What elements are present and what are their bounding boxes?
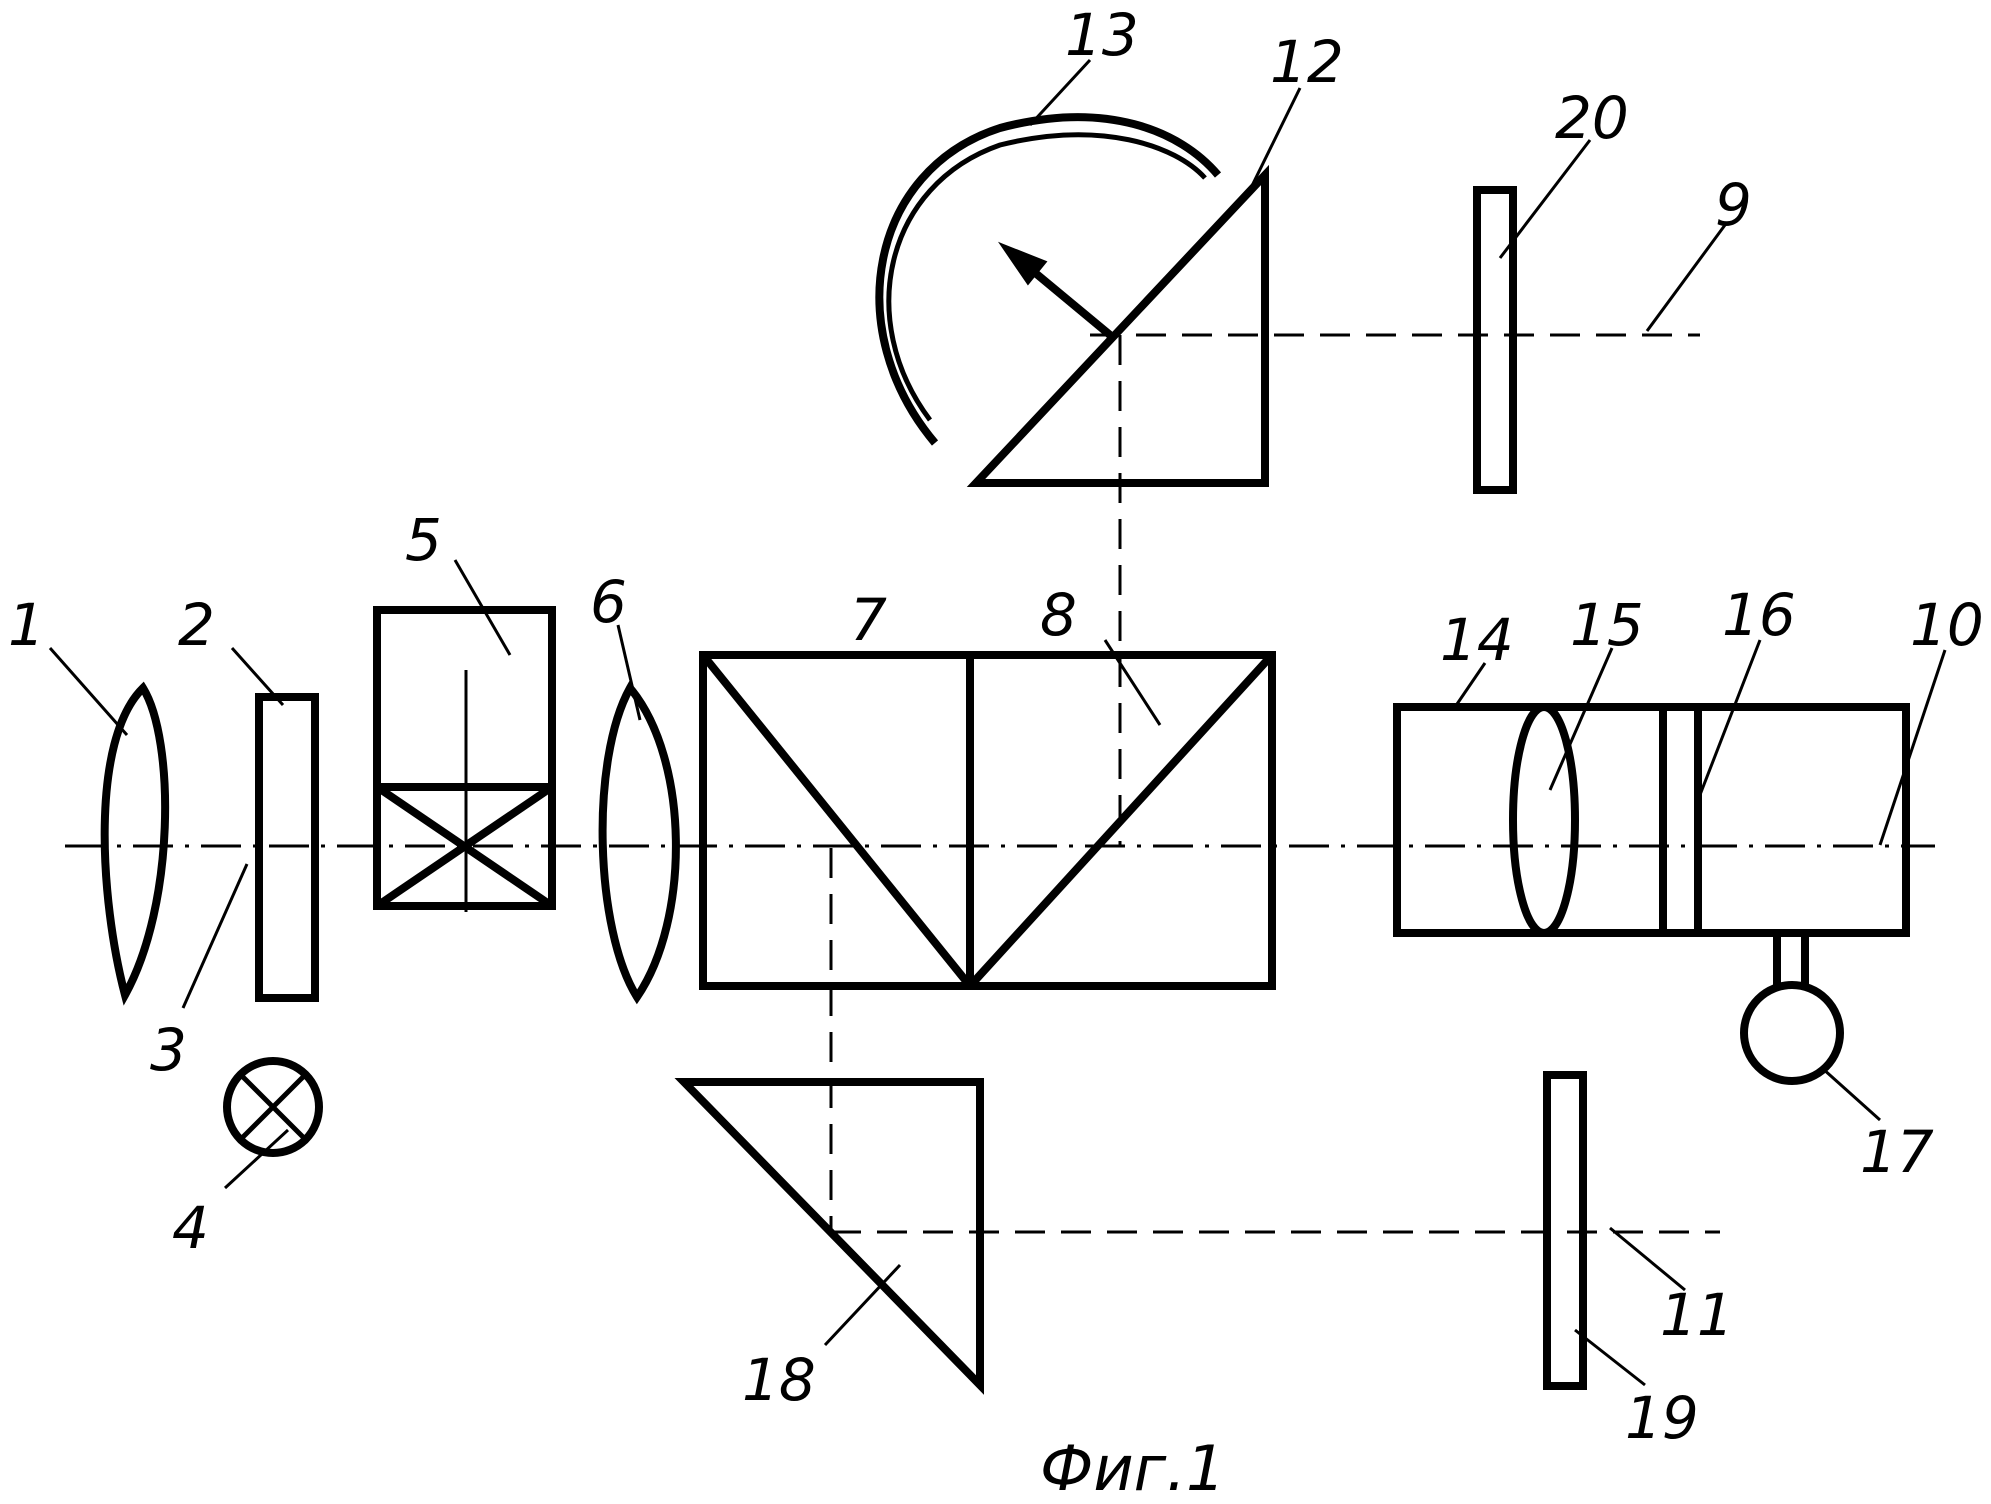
lens-15 xyxy=(1513,707,1575,933)
label-8: 8 xyxy=(1040,581,1077,649)
leader-17 xyxy=(1822,1068,1880,1120)
label-17: 17 xyxy=(1860,1118,1934,1186)
label-15: 15 xyxy=(1570,591,1644,659)
leader-16 xyxy=(1698,640,1760,800)
label-13: 13 xyxy=(1065,1,1139,69)
leader-1 xyxy=(50,648,127,735)
lens-1 xyxy=(105,688,165,995)
label-3: 3 xyxy=(150,1016,187,1084)
leader-12 xyxy=(1245,88,1300,200)
leader-9 xyxy=(1647,225,1725,331)
label-12: 12 xyxy=(1270,28,1344,96)
label-1: 1 xyxy=(8,591,45,659)
leader-10 xyxy=(1880,650,1945,845)
leader-18 xyxy=(825,1265,900,1345)
label-10: 10 xyxy=(1910,591,1984,659)
plate-20 xyxy=(1477,190,1513,490)
reference-numerals: 1 2 3 4 5 6 7 8 9 10 11 12 13 14 15 16 1… xyxy=(8,1,1984,1452)
label-2: 2 xyxy=(178,591,215,659)
label-9: 9 xyxy=(1715,171,1752,239)
leader-3 xyxy=(183,864,247,1008)
detector-17 xyxy=(1744,933,1840,1081)
label-16: 16 xyxy=(1722,581,1796,649)
label-20: 20 xyxy=(1555,84,1629,152)
stop-16 xyxy=(1663,707,1698,933)
label-6: 6 xyxy=(590,568,627,636)
label-14: 14 xyxy=(1440,606,1514,674)
label-18: 18 xyxy=(742,1346,816,1414)
lamp-4 xyxy=(227,1061,319,1153)
tube-14 xyxy=(1397,707,1906,933)
figure-caption: Фиг.1 xyxy=(1040,1432,1225,1499)
unit-5 xyxy=(377,610,552,912)
beam-splitter-block-7-8 xyxy=(703,655,1272,986)
label-5: 5 xyxy=(405,506,442,574)
label-4: 4 xyxy=(172,1194,209,1262)
label-19: 19 xyxy=(1625,1384,1699,1452)
label-7: 7 xyxy=(850,586,887,654)
lens-6 xyxy=(603,688,676,997)
label-11: 11 xyxy=(1660,1281,1734,1349)
